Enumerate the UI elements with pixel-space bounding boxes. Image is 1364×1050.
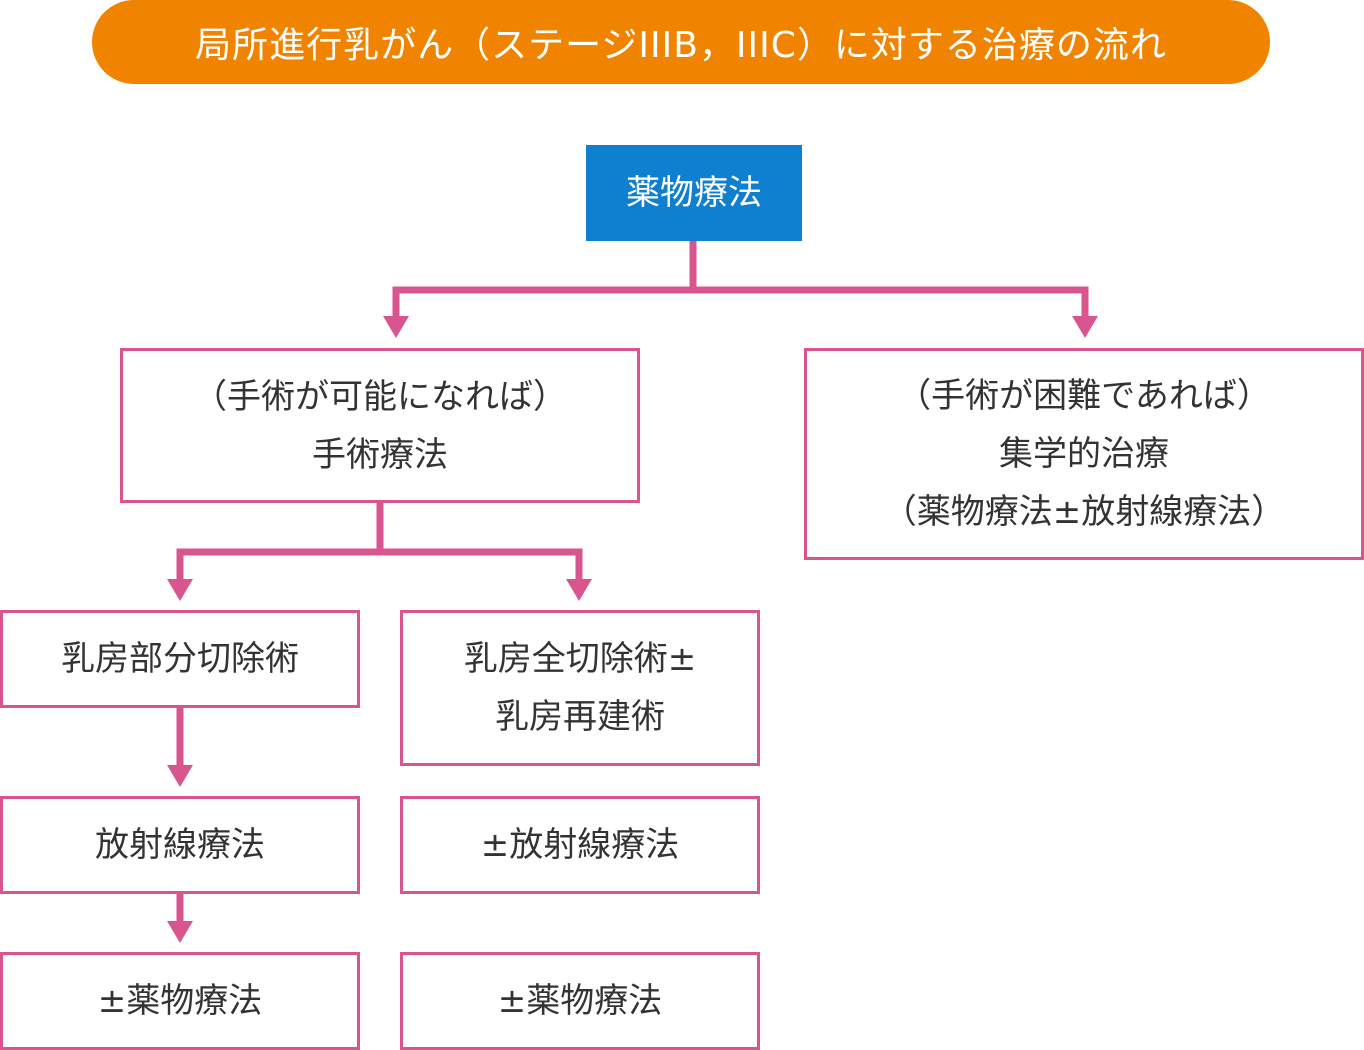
root-node-label: 薬物療法 (626, 173, 762, 213)
node-surgery-difficult-line-1: （手術が困難であれば） (897, 376, 1271, 416)
arrowhead-to-total-mastectomy (566, 579, 592, 601)
node-total-drug: ±薬物療法 (400, 952, 760, 1050)
node-total-drug-label: ±薬物療法 (497, 981, 663, 1021)
arrowhead-to-partial-mastectomy (167, 579, 193, 601)
arrowhead-to-left-branch (383, 316, 409, 338)
diagram-title-text: 局所進行乳がん（ステージIIIB，IIIC）に対する治療の流れ (195, 25, 1167, 66)
connector-left-split (176, 548, 583, 580)
node-partial-mastectomy: 乳房部分切除術 (0, 610, 360, 708)
node-partial-radiation: 放射線療法 (0, 796, 360, 894)
node-total-mastectomy-line-1: 乳房全切除術± (463, 639, 697, 679)
node-surgery-possible-line-1: （手術が可能になれば） (193, 376, 567, 417)
arrowhead-to-partial-radiation (167, 765, 193, 787)
arrowhead-to-right-branch (1072, 316, 1098, 338)
diagram-title: 局所進行乳がん（ステージIIIB，IIIC）に対する治療の流れ (92, 0, 1270, 84)
node-partial-drug: ±薬物療法 (0, 952, 360, 1050)
node-surgery-difficult-line-2: 集学的治療 (999, 434, 1169, 474)
node-total-mastectomy-line-2: 乳房再建術 (495, 697, 665, 737)
node-partial-drug-label: ±薬物療法 (97, 981, 263, 1021)
node-surgery-possible-line-2: 手術療法 (312, 434, 448, 475)
node-total-mastectomy: 乳房全切除術± 乳房再建術 (400, 610, 760, 766)
node-total-radiation: ±放射線療法 (400, 796, 760, 894)
node-partial-radiation-label: 放射線療法 (95, 825, 265, 865)
connector-root-split (392, 286, 1089, 317)
arrowhead-to-partial-drug (167, 921, 193, 943)
root-node-drug-therapy: 薬物療法 (586, 145, 802, 241)
node-surgery-difficult: （手術が困難であれば） 集学的治療 （薬物療法±放射線療法） (804, 348, 1364, 560)
node-surgery-difficult-line-3: （薬物療法±放射線療法） (882, 492, 1286, 532)
node-total-radiation-label: ±放射線療法 (480, 825, 680, 865)
node-partial-mastectomy-label: 乳房部分切除術 (61, 639, 299, 679)
node-surgery-possible: （手術が可能になれば） 手術療法 (120, 348, 640, 503)
